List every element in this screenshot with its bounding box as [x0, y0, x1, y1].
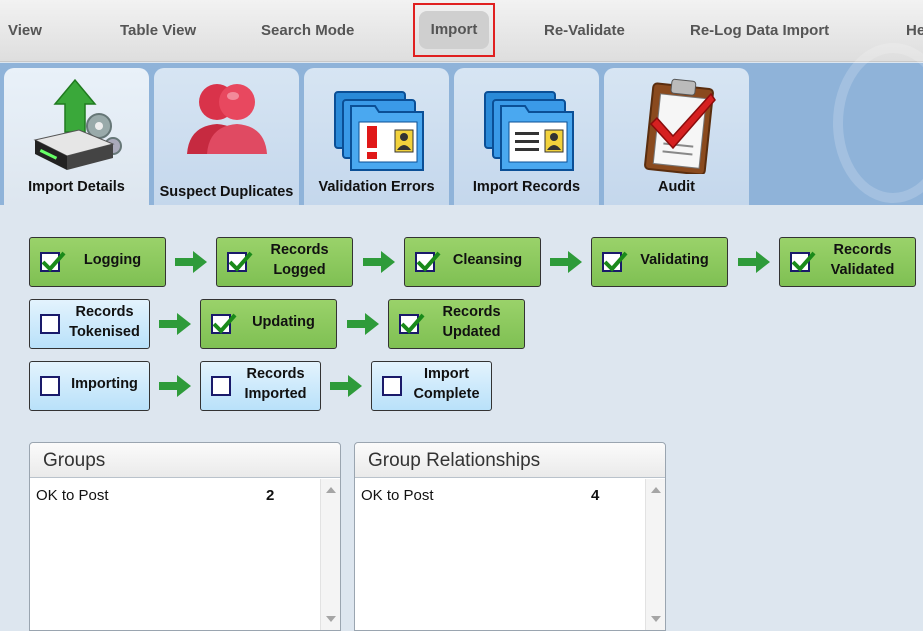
checkbox-checked [415, 251, 441, 272]
step-importing[interactable]: Importing [29, 361, 150, 411]
arrow-right-icon [363, 251, 395, 273]
scrollbar[interactable] [645, 479, 665, 630]
step-label: Records Imported [244, 366, 307, 402]
step-records-imported[interactable]: Records Imported [200, 361, 321, 411]
tab-suspect-duplicates[interactable]: Suspect Duplicates [154, 68, 299, 205]
checkbox-checked [602, 251, 628, 272]
checkbox-checked [40, 251, 66, 272]
background-swirl [833, 43, 923, 203]
clipboard-check-icon [604, 74, 749, 174]
menu-re-log-data-import[interactable]: Re-Log Data Import [690, 22, 830, 39]
scroll-up-icon[interactable] [326, 487, 336, 493]
arrow-right-icon [738, 251, 770, 273]
step-records-logged[interactable]: Records Logged [216, 237, 353, 287]
tab-label: Suspect Duplicates [159, 184, 294, 200]
group-relationships-panel: Group Relationships OK to Post 4 [354, 442, 666, 631]
menu-search-mode[interactable]: Search Mode [261, 22, 355, 39]
import-server-icon [4, 74, 149, 174]
tab-validation-errors[interactable]: Validation Errors [304, 68, 449, 205]
tab-strip: Import Details Suspect Duplicates [0, 43, 923, 205]
checkbox-unchecked [40, 314, 60, 334]
step-validating[interactable]: Validating [591, 237, 728, 287]
panel-title: Group Relationships [355, 443, 665, 478]
step-records-validated[interactable]: Records Validated [779, 237, 916, 287]
step-records-tokenised[interactable]: Records Tokenised [29, 299, 150, 349]
step-label: Import Complete [413, 366, 480, 402]
step-logging[interactable]: Logging [29, 237, 166, 287]
checkbox-checked [790, 251, 816, 272]
checkbox-unchecked [382, 376, 402, 396]
step-label: Records Updated [442, 304, 501, 340]
arrow-right-icon [159, 313, 191, 335]
scroll-up-icon[interactable] [651, 487, 661, 493]
list-item-count: 2 [266, 487, 275, 504]
menu-re-validate[interactable]: Re-Validate [544, 22, 625, 39]
arrow-right-icon [175, 251, 207, 273]
step-label: Updating [252, 314, 315, 330]
checkbox-checked [399, 313, 425, 334]
menu-bar: View Table View Search Mode Import Re-Va… [0, 0, 923, 62]
scrollbar[interactable] [320, 479, 340, 630]
tab-import-details[interactable]: Import Details [4, 68, 149, 205]
list-item-count: 4 [591, 487, 600, 504]
checkbox-unchecked [211, 376, 231, 396]
panel-title: Groups [30, 443, 340, 478]
menu-help[interactable]: He [906, 22, 923, 39]
step-label: Records Validated [830, 242, 895, 278]
step-records-updated[interactable]: Records Updated [388, 299, 525, 349]
arrow-right-icon [330, 375, 362, 397]
arrow-right-icon [347, 313, 379, 335]
step-label: Logging [83, 252, 142, 268]
step-label: Records Logged [270, 242, 329, 278]
folders-records-icon [454, 74, 599, 174]
menu-view[interactable]: View [8, 22, 42, 39]
checkbox-checked [211, 313, 237, 334]
checkbox-unchecked [40, 376, 60, 396]
arrow-right-icon [159, 375, 191, 397]
step-updating[interactable]: Updating [200, 299, 337, 349]
tab-label: Import Records [472, 179, 581, 195]
tab-import-records[interactable]: Import Records [454, 68, 599, 205]
menu-import-highlight: Import [413, 3, 495, 57]
scroll-down-icon[interactable] [651, 616, 661, 622]
menu-import[interactable]: Import [419, 11, 489, 49]
menu-table-view[interactable]: Table View [120, 22, 197, 39]
duplicate-people-icon [154, 70, 299, 170]
step-cleansing[interactable]: Cleansing [404, 237, 541, 287]
tab-audit[interactable]: Audit [604, 68, 749, 205]
tab-label: Import Details [28, 179, 125, 195]
step-label: Importing [71, 376, 138, 392]
tab-label: Audit [657, 179, 696, 195]
tab-label: Validation Errors [318, 179, 435, 195]
scroll-down-icon[interactable] [326, 616, 336, 622]
checkbox-checked [227, 251, 253, 272]
step-import-complete[interactable]: Import Complete [371, 361, 492, 411]
folders-alert-icon [304, 74, 449, 174]
arrow-right-icon [550, 251, 582, 273]
list-item-label[interactable]: OK to Post [361, 487, 434, 504]
step-label: Validating [640, 252, 709, 268]
step-label: Records Tokenised [69, 304, 140, 340]
step-label: Cleansing [452, 252, 523, 268]
groups-panel: Groups OK to Post 2 [29, 442, 341, 631]
list-item-label[interactable]: OK to Post [36, 487, 109, 504]
